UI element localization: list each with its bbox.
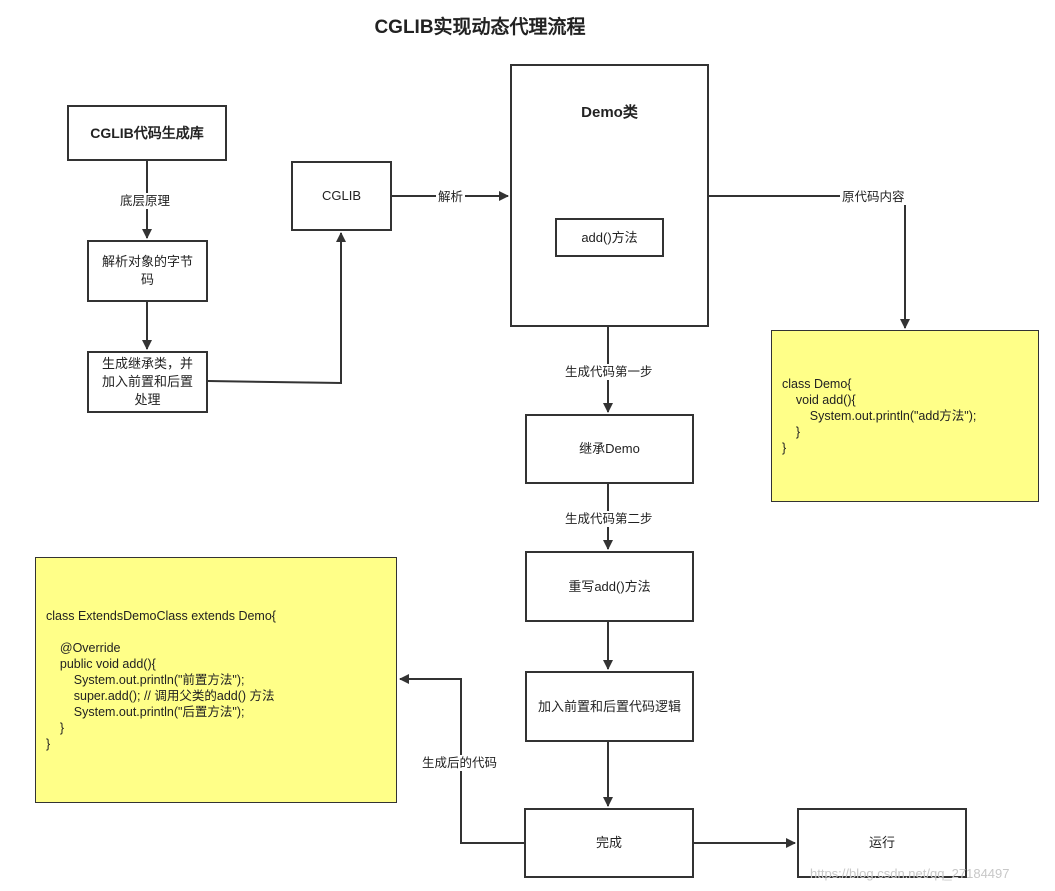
edge-label-step-one: 生成代码第一步 — [563, 364, 655, 380]
code-line: public void add(){ — [46, 657, 156, 671]
edge-label-underlying-principle: 底层原理 — [118, 193, 173, 209]
edge-subclass-to-cglib — [207, 232, 346, 385]
cglib-library-box: CGLIB代码生成库 — [67, 105, 227, 161]
generate-subclass-box: 生成继承类，并加入前置和后置处理 — [87, 351, 208, 413]
code-line: @Override — [46, 641, 121, 655]
watermark-text: https://blog.csdn.net/qq_27184497 — [810, 866, 1010, 881]
edge-label-parse: 解析 — [436, 189, 466, 205]
cglib-box: CGLIB — [291, 161, 392, 231]
code-line: System.out.println("后置方法"); — [46, 705, 245, 719]
generated-code-note: class ExtendsDemoClass extends Demo{ ​ @… — [35, 557, 397, 803]
edge-demo-to-original-code — [709, 195, 910, 329]
code-line: ​ — [46, 624, 396, 640]
edge-label-original-code: 原代码内容 — [840, 189, 907, 205]
code-line: class ExtendsDemoClass extends Demo{ — [46, 609, 276, 623]
code-line: System.out.println("add方法"); — [782, 409, 977, 423]
run-box: 运行 — [797, 808, 967, 878]
demo-class-box: Demo类 — [510, 64, 709, 327]
original-code-note: class Demo{ void add(){ System.out.print… — [771, 330, 1039, 502]
code-line: } — [46, 721, 65, 735]
code-line: System.out.println("前置方法"); — [46, 673, 245, 687]
code-line: } — [782, 441, 787, 455]
extend-demo-box: 继承Demo — [525, 414, 694, 484]
code-line: class Demo{ — [782, 377, 852, 391]
code-line: } — [782, 425, 801, 439]
code-line: super.add(); // 调用父类的add() 方法 — [46, 689, 275, 703]
edge-label-step-two: 生成代码第二步 — [563, 511, 655, 527]
diagram-title: CGLIB实现动态代理流程 — [374, 17, 586, 38]
code-line: } — [46, 737, 51, 751]
code-line: void add(){ — [782, 393, 856, 407]
done-box: 完成 — [524, 808, 694, 878]
add-logic-box: 加入前置和后置代码逻辑 — [525, 671, 694, 742]
add-method-box: add()方法 — [555, 218, 664, 257]
parse-bytecode-box: 解析对象的字节码 — [87, 240, 208, 302]
edge-label-generated-code: 生成后的代码 — [420, 755, 500, 771]
override-add-box: 重写add()方法 — [525, 551, 694, 622]
